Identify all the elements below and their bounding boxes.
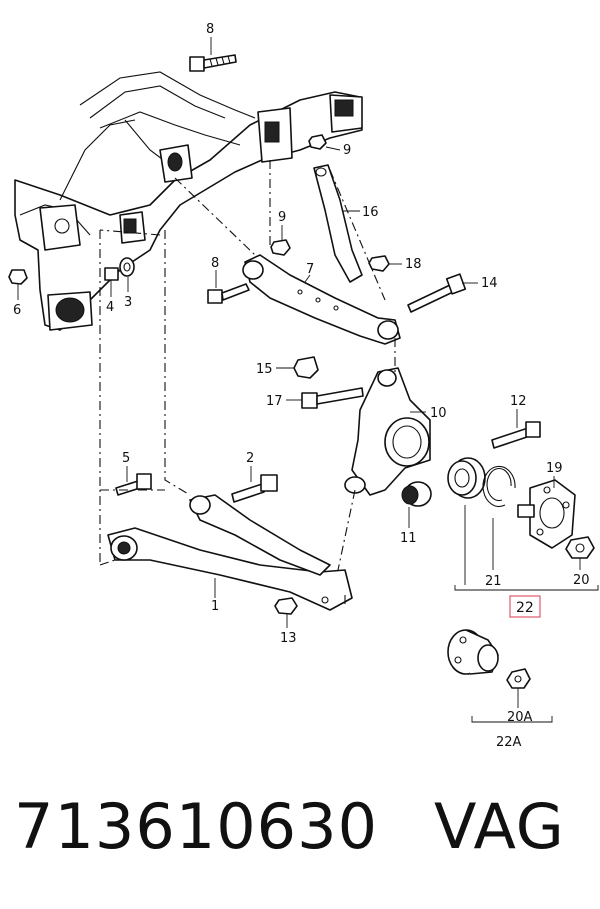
- toe-link-16: [313, 164, 363, 283]
- label-7: 7: [306, 262, 314, 277]
- label-22: 22: [516, 600, 534, 616]
- vendor-name: VAG: [434, 790, 565, 863]
- subframe: [14, 71, 363, 331]
- bolt-12: [491, 421, 541, 449]
- part-number: 713610630: [14, 790, 379, 863]
- label-9-top: 9: [343, 143, 351, 158]
- circlip-21: [482, 465, 516, 507]
- label-18: 18: [405, 257, 422, 272]
- label-19: 19: [546, 461, 563, 476]
- nut-15-bolt-17: [293, 356, 364, 409]
- label-12: 12: [510, 394, 527, 409]
- nut-20: [565, 536, 595, 559]
- label-10: 10: [430, 406, 447, 421]
- bearing: [447, 457, 486, 499]
- label-20a: 20A: [507, 710, 533, 725]
- nut-13: [274, 597, 298, 615]
- nuts-9-18: [270, 239, 390, 272]
- highlight-box-22: [509, 595, 541, 618]
- lower-arm-1: [107, 494, 353, 611]
- label-2: 2: [246, 451, 254, 466]
- label-17: 17: [266, 394, 283, 409]
- label-5: 5: [122, 451, 130, 466]
- label-13: 13: [280, 631, 297, 646]
- part-labels: 8 9 16 9 8 7 18 14 6 4 3 15 17 10 12 19 …: [13, 22, 590, 750]
- hub-flange-19: [517, 479, 576, 549]
- bushing-11: [401, 481, 432, 507]
- wheel-carrier-10: [344, 367, 431, 496]
- nut-9-top: [308, 134, 327, 150]
- label-6: 6: [13, 303, 21, 318]
- leader-lines: [17, 37, 599, 723]
- label-22a: 22A: [496, 735, 522, 750]
- label-14: 14: [481, 276, 498, 291]
- label-11: 11: [400, 531, 417, 546]
- bolt-8-mid: [207, 283, 250, 304]
- label-1: 1: [211, 599, 219, 614]
- footer-part-info: 713610630 VAG: [14, 790, 594, 890]
- label-20: 20: [573, 573, 590, 588]
- hardware-left: [8, 257, 135, 285]
- label-16: 16: [362, 205, 379, 220]
- label-9-mid: 9: [278, 210, 286, 225]
- label-4: 4: [106, 300, 114, 315]
- bolt-8-top: [189, 54, 237, 72]
- label-8-top: 8: [206, 22, 214, 37]
- upper-arm-7: [242, 254, 401, 345]
- label-3: 3: [124, 295, 132, 310]
- bolts-5-2: [115, 473, 278, 503]
- assembly-guide-lines: [99, 160, 396, 605]
- label-21: 21: [485, 574, 502, 589]
- label-8-mid: 8: [211, 256, 219, 271]
- bolt-14: [407, 273, 467, 313]
- wheel-hub-22a: [447, 629, 531, 689]
- label-15: 15: [256, 362, 273, 377]
